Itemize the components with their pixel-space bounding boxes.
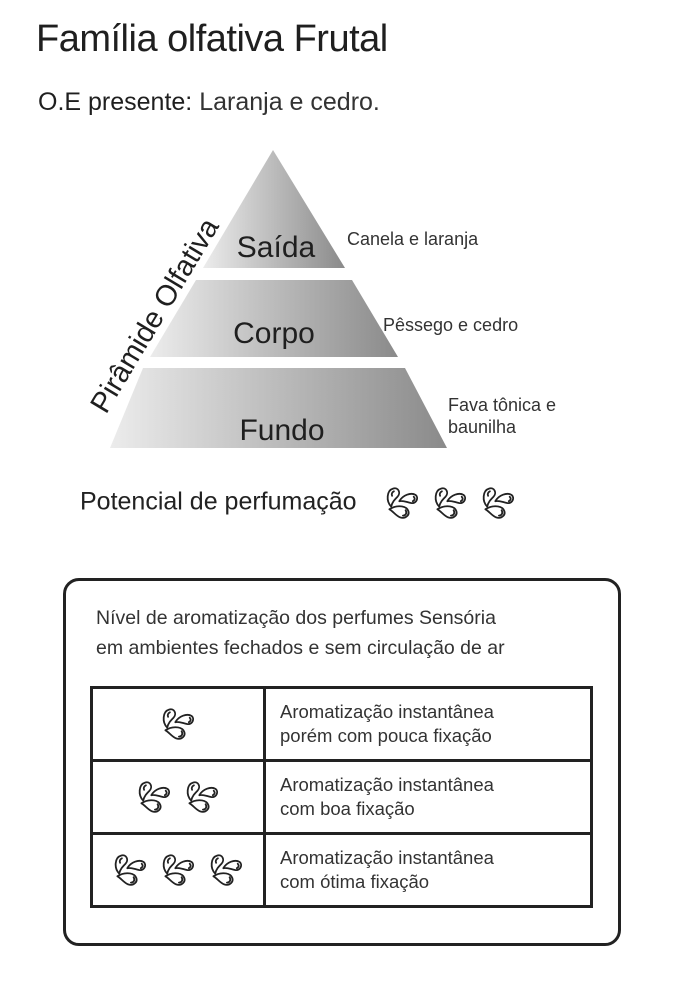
aroma-drops-icon <box>112 852 148 888</box>
aroma-drops-icon <box>384 485 420 521</box>
perfume-potential-label: Potencial de perfumação <box>80 487 357 516</box>
legend-desc-line: porém com pouca fixação <box>280 725 492 746</box>
pyramid-tier-saida <box>203 150 345 268</box>
legend-heading-line1: Nível de aromatização dos perfumes Sensó… <box>96 607 496 629</box>
essential-oil-label: O.E presente: <box>38 88 193 116</box>
tier-notes-fundo: Fava tônica e baunilha <box>448 394 556 438</box>
essential-oil-value: Laranja e cedro. <box>192 88 380 116</box>
aroma-drops-icon <box>208 852 244 888</box>
pyramid-tier-fundo <box>110 368 447 448</box>
legend-desc-2: Aromatização instantânea com boa fixação <box>263 759 593 835</box>
legend-desc-3: Aromatização instantânea com ótima fixaçã… <box>263 832 593 908</box>
tier-name-corpo: Corpo <box>233 317 315 350</box>
table-row: Aromatização instantânea com boa fixação <box>90 759 593 835</box>
legend-heading-line2: em ambientes fechados e sem circulação d… <box>96 637 505 659</box>
tier-notes-corpo: Pêssego e cedro <box>383 315 519 335</box>
legend-desc-line: Aromatização instantânea <box>280 701 494 722</box>
legend-desc-line: com ótima fixação <box>280 871 430 892</box>
tier-name-fundo: Fundo <box>239 414 324 447</box>
legend-desc-line: Aromatização instantânea <box>280 847 494 868</box>
legend-table: Aromatização instantânea porém com pouca … <box>90 686 593 908</box>
legend-desc-1: Aromatização instantânea porém com pouca … <box>263 686 593 762</box>
legend-level-2 <box>90 759 266 835</box>
tier-notes-fundo-line1: Fava tônica e <box>448 395 557 415</box>
legend-desc-line: com boa fixação <box>280 798 415 819</box>
aroma-drops-icon <box>160 706 196 742</box>
tier-name-saida: Saída <box>237 231 316 264</box>
legend-level-3 <box>90 832 266 908</box>
tier-notes-fundo-line2: baunilha <box>448 417 517 437</box>
aroma-drops-icon <box>432 485 468 521</box>
table-row: Aromatização instantânea porém com pouca … <box>90 686 593 762</box>
essential-oil-line: O.E presente: Laranja e cedro. <box>38 88 380 117</box>
table-row: Aromatização instantânea com ótima fixaçã… <box>90 832 593 908</box>
tier-notes-saida: Canela e laranja <box>347 229 479 249</box>
legend-desc-line: Aromatização instantânea <box>280 774 494 795</box>
olfactive-pyramid: Saída Corpo Fundo Pirâmide Olfativa <box>85 150 447 448</box>
aromatization-legend-box: Nível de aromatização dos perfumes Sensó… <box>63 578 621 946</box>
aroma-drops-icon <box>160 852 196 888</box>
perfume-potential-rating <box>378 488 522 516</box>
page-title: Família olfativa Frutal <box>36 18 388 60</box>
legend-level-1 <box>90 686 266 762</box>
aroma-drops-icon <box>480 485 516 521</box>
aroma-drops-icon <box>136 779 172 815</box>
perfume-potential: Potencial de perfumação <box>80 485 522 521</box>
aroma-drops-icon <box>184 779 220 815</box>
pyramid-tier-corpo <box>150 280 398 357</box>
legend-heading: Nível de aromatização dos perfumes Sensó… <box>96 603 505 663</box>
